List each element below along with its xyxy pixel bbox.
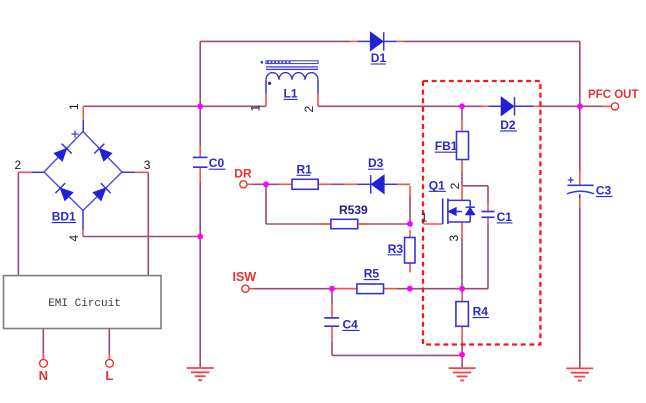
svg-text:D2: D2 (500, 118, 516, 132)
svg-text:R539: R539 (339, 203, 368, 217)
svg-text:3: 3 (447, 235, 461, 242)
svg-text:C1: C1 (497, 210, 513, 224)
svg-text:L: L (105, 368, 113, 383)
svg-text:R4: R4 (473, 305, 489, 319)
svg-text:C4: C4 (343, 317, 359, 331)
svg-text:1: 1 (249, 105, 263, 112)
svg-text:2: 2 (448, 182, 462, 189)
svg-text:C3: C3 (596, 184, 612, 198)
svg-text:D1: D1 (371, 51, 387, 65)
svg-text:EMI Circuit: EMI Circuit (48, 298, 121, 310)
svg-text:4: 4 (67, 235, 81, 242)
svg-text:1: 1 (67, 103, 81, 110)
svg-text:PFC OUT: PFC OUT (588, 89, 638, 101)
svg-text:DR: DR (234, 167, 252, 181)
svg-text:N: N (39, 368, 48, 383)
svg-text:FB1: FB1 (435, 139, 458, 153)
svg-text:Q1: Q1 (429, 178, 445, 192)
svg-text:R5: R5 (364, 267, 380, 281)
svg-text:R1: R1 (297, 162, 313, 176)
svg-text:C0: C0 (209, 156, 225, 170)
svg-text:BD1: BD1 (52, 210, 76, 224)
svg-text:1: 1 (421, 211, 428, 225)
svg-text:ISW: ISW (233, 270, 257, 284)
svg-text:3: 3 (144, 158, 151, 172)
svg-text:2: 2 (14, 158, 21, 172)
svg-text:R3: R3 (388, 242, 404, 256)
svg-text:D3: D3 (368, 156, 384, 170)
svg-text:2: 2 (302, 106, 316, 113)
svg-text:L1: L1 (284, 86, 298, 100)
